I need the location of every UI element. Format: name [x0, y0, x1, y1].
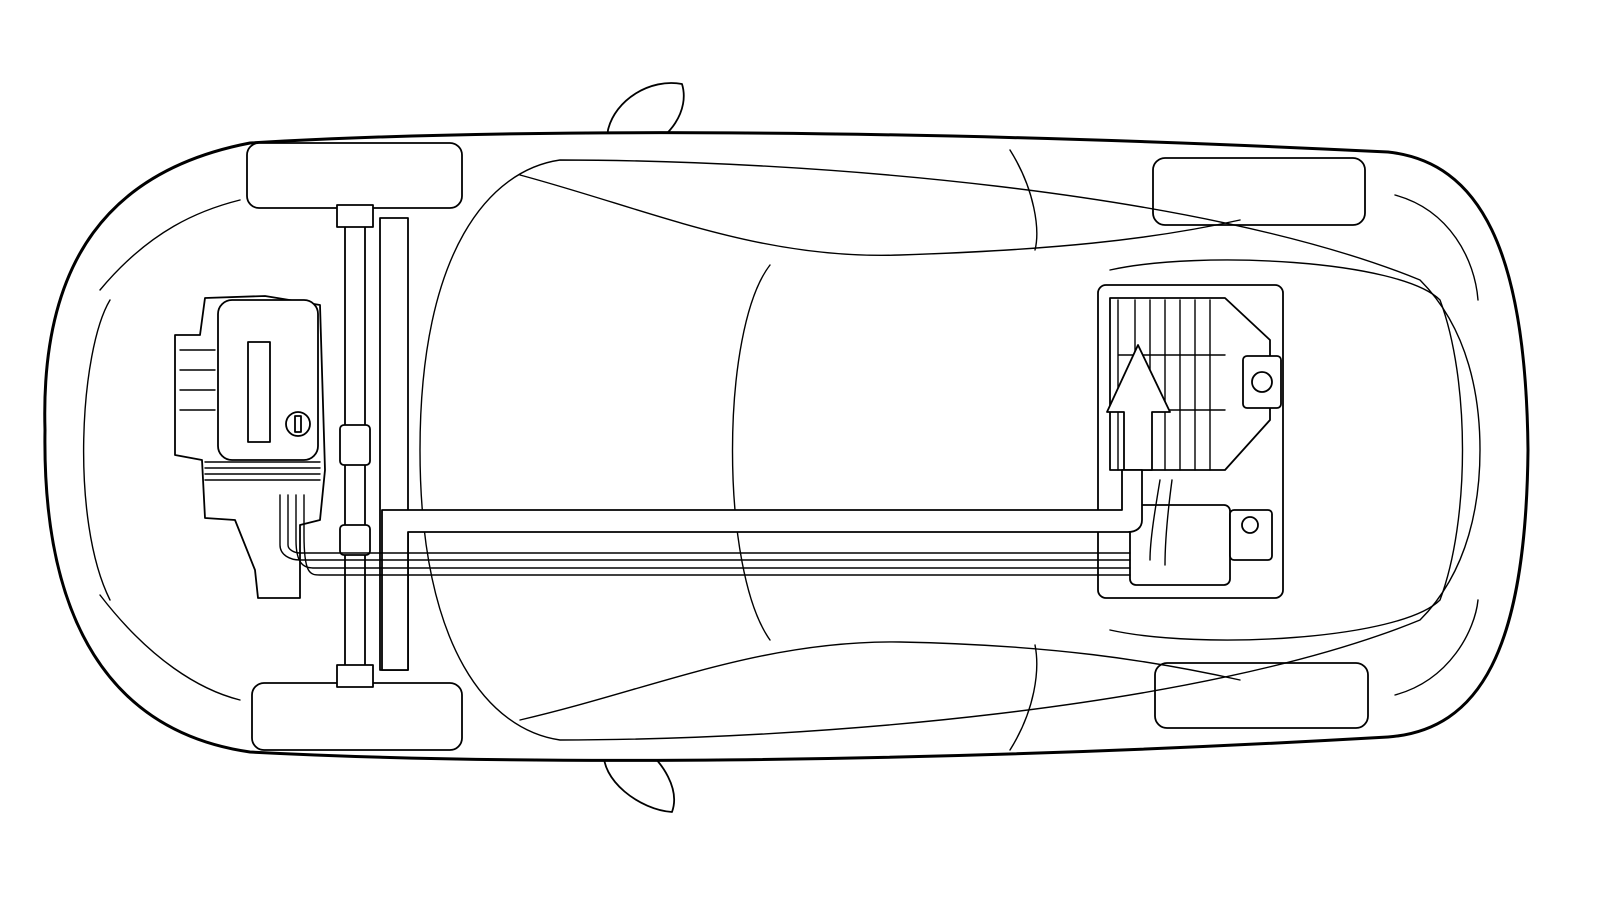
fuel-pump [1129, 504, 1231, 586]
axle-joint-bottom [336, 664, 374, 688]
wheel-front-right [251, 682, 463, 751]
intake-runners [179, 349, 216, 411]
rear-fender-top [1394, 194, 1479, 301]
engine-label-plate [247, 341, 271, 443]
roof-rail-bottom [519, 641, 1241, 721]
door-line-bottom [1009, 644, 1038, 751]
wheel-front-left [246, 142, 463, 209]
mount-port [1251, 371, 1273, 393]
wheel-rear-right [1154, 662, 1369, 729]
oil-cap-slot [294, 415, 302, 433]
roof-rail-top [519, 174, 1241, 257]
windshield-line [731, 264, 771, 641]
cabin-outline [419, 159, 1481, 741]
fuel-pump-connector [1229, 509, 1273, 561]
door-line-top [1009, 149, 1038, 251]
exhaust-pipe [381, 469, 1143, 671]
front-bumper-line [82, 299, 111, 601]
cv-joint [339, 424, 371, 466]
wheel-rear-left [1152, 157, 1366, 226]
connector-port [1241, 516, 1259, 534]
front-fender-bottom [99, 594, 241, 701]
axle-joint-top [336, 204, 374, 228]
rear-fender-bottom [1394, 599, 1479, 696]
fuel-lines [279, 479, 1173, 576]
front-fender-top [99, 199, 241, 291]
cv-joint-lower [339, 524, 371, 556]
rear-window-line [1109, 259, 1464, 641]
engine-fins [204, 461, 321, 481]
